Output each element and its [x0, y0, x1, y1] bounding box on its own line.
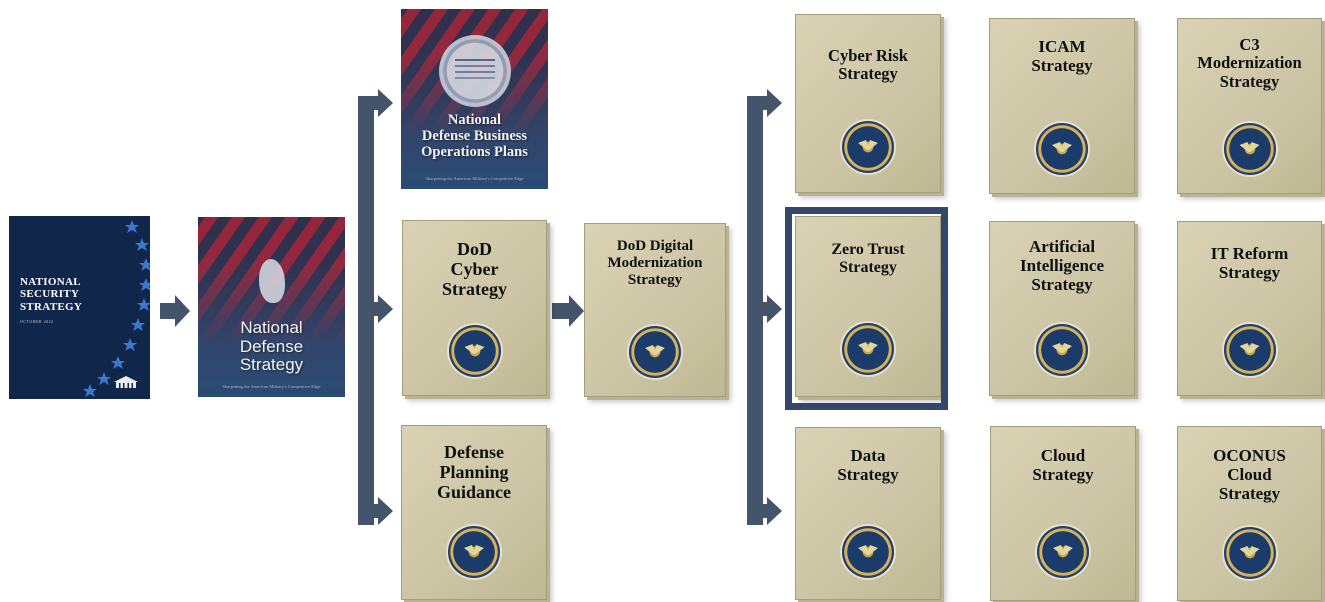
doc-artificial-intelligence-strategy[interactable]: Artificial Intelligence Strategy — [989, 221, 1135, 396]
doc-national-defense-strategy[interactable]: National Defense Strategy Sharpening the… — [198, 217, 345, 397]
doc-national-defense-business-operations-plans[interactable]: National Defense Business Operations Pla… — [401, 9, 548, 189]
arrow-to-ndbop — [358, 89, 393, 117]
doc-cloud-strategy[interactable]: Cloud Strategy — [990, 426, 1136, 601]
dod-seal-icon — [842, 323, 894, 375]
arrow-to-cyber-risk — [747, 89, 782, 117]
doc-data-strategy[interactable]: Data Strategy — [795, 427, 941, 600]
dod-seal-icon — [1223, 123, 1276, 175]
ai-title: Artificial Intelligence Strategy — [1019, 237, 1105, 295]
arrow-nss-to-nds — [160, 295, 190, 327]
arrow-to-dpg — [358, 497, 393, 525]
doc-oconus-cloud-strategy[interactable]: OCONUS Cloud Strategy — [1177, 426, 1322, 601]
zero-trust-title: Zero Trust Strategy — [831, 241, 905, 276]
dod-seal-icon — [1223, 324, 1276, 376]
doc-zero-trust-strategy[interactable]: Zero Trust Strategy — [795, 216, 941, 397]
doc-cyber-risk-strategy[interactable]: Cyber Risk Strategy — [795, 14, 941, 193]
cyber-risk-title: Cyber Risk Strategy — [828, 46, 908, 84]
dod-seal-icon — [1223, 527, 1276, 579]
dod-seal-icon — [1036, 324, 1088, 376]
ndbop-fine-print: Sharpening the American Military's Compe… — [425, 176, 524, 181]
white-house-icon — [114, 376, 138, 388]
doc-it-reform-strategy[interactable]: IT Reform Strategy — [1177, 221, 1322, 396]
dod-seal-icon — [629, 326, 681, 378]
medallion-icon — [438, 35, 511, 107]
dod-seal-icon — [448, 526, 500, 578]
doc-defense-planning-guidance[interactable]: Defense Planning Guidance — [401, 425, 547, 600]
dod-seal-icon — [1036, 123, 1088, 175]
doc-c3-modernization-strategy[interactable]: C3 Modernization Strategy — [1177, 18, 1322, 194]
stars-arc-icon — [83, 220, 150, 397]
nss-subtitle: OCTOBER 2022 — [20, 319, 54, 324]
doc-dod-digital-modernization-strategy[interactable]: DoD Digital Modernization Strategy — [584, 223, 726, 397]
oconus-title: OCONUS Cloud Strategy — [1213, 446, 1286, 504]
arrow-cyber-to-digital — [552, 295, 584, 327]
nds-title: National Defense Strategy — [239, 318, 304, 375]
nds-fine-print: Sharpening the American Military's Compe… — [222, 384, 321, 389]
c3-title: C3 Modernization Strategy — [1197, 35, 1302, 91]
doc-dod-cyber-strategy[interactable]: DoD Cyber Strategy — [402, 220, 547, 396]
ndbop-title: National Defense Business Operations Pla… — [421, 112, 528, 160]
eagle-emblem-icon — [258, 259, 285, 303]
dod-seal-icon — [448, 325, 501, 377]
nss-title: NATIONAL SECURITY STRATEGY — [20, 276, 83, 313]
dod-cyber-title: DoD Cyber Strategy — [442, 239, 507, 300]
icam-title: ICAM Strategy — [1031, 37, 1093, 76]
dod-seal-icon — [842, 526, 894, 578]
dpg-title: Defense Planning Guidance — [436, 442, 511, 503]
cloud-title: Cloud Strategy — [1032, 446, 1094, 485]
doc-icam-strategy[interactable]: ICAM Strategy — [989, 18, 1135, 194]
dod-seal-icon — [842, 121, 894, 173]
zero-trust-highlight-frame — [785, 207, 948, 410]
digital-mod-title: DoD Digital Modernization Strategy — [607, 238, 703, 288]
data-title: Data Strategy — [837, 446, 899, 485]
dod-seal-icon — [1037, 526, 1089, 578]
doc-national-security-strategy[interactable]: NATIONAL SECURITY STRATEGY OCTOBER 2022 — [9, 216, 150, 399]
it-reform-title: IT Reform Strategy — [1210, 244, 1289, 283]
arrow-to-dod-cyber — [358, 295, 393, 323]
arrow-to-zero-trust — [747, 295, 782, 323]
arrow-to-data — [747, 497, 782, 525]
